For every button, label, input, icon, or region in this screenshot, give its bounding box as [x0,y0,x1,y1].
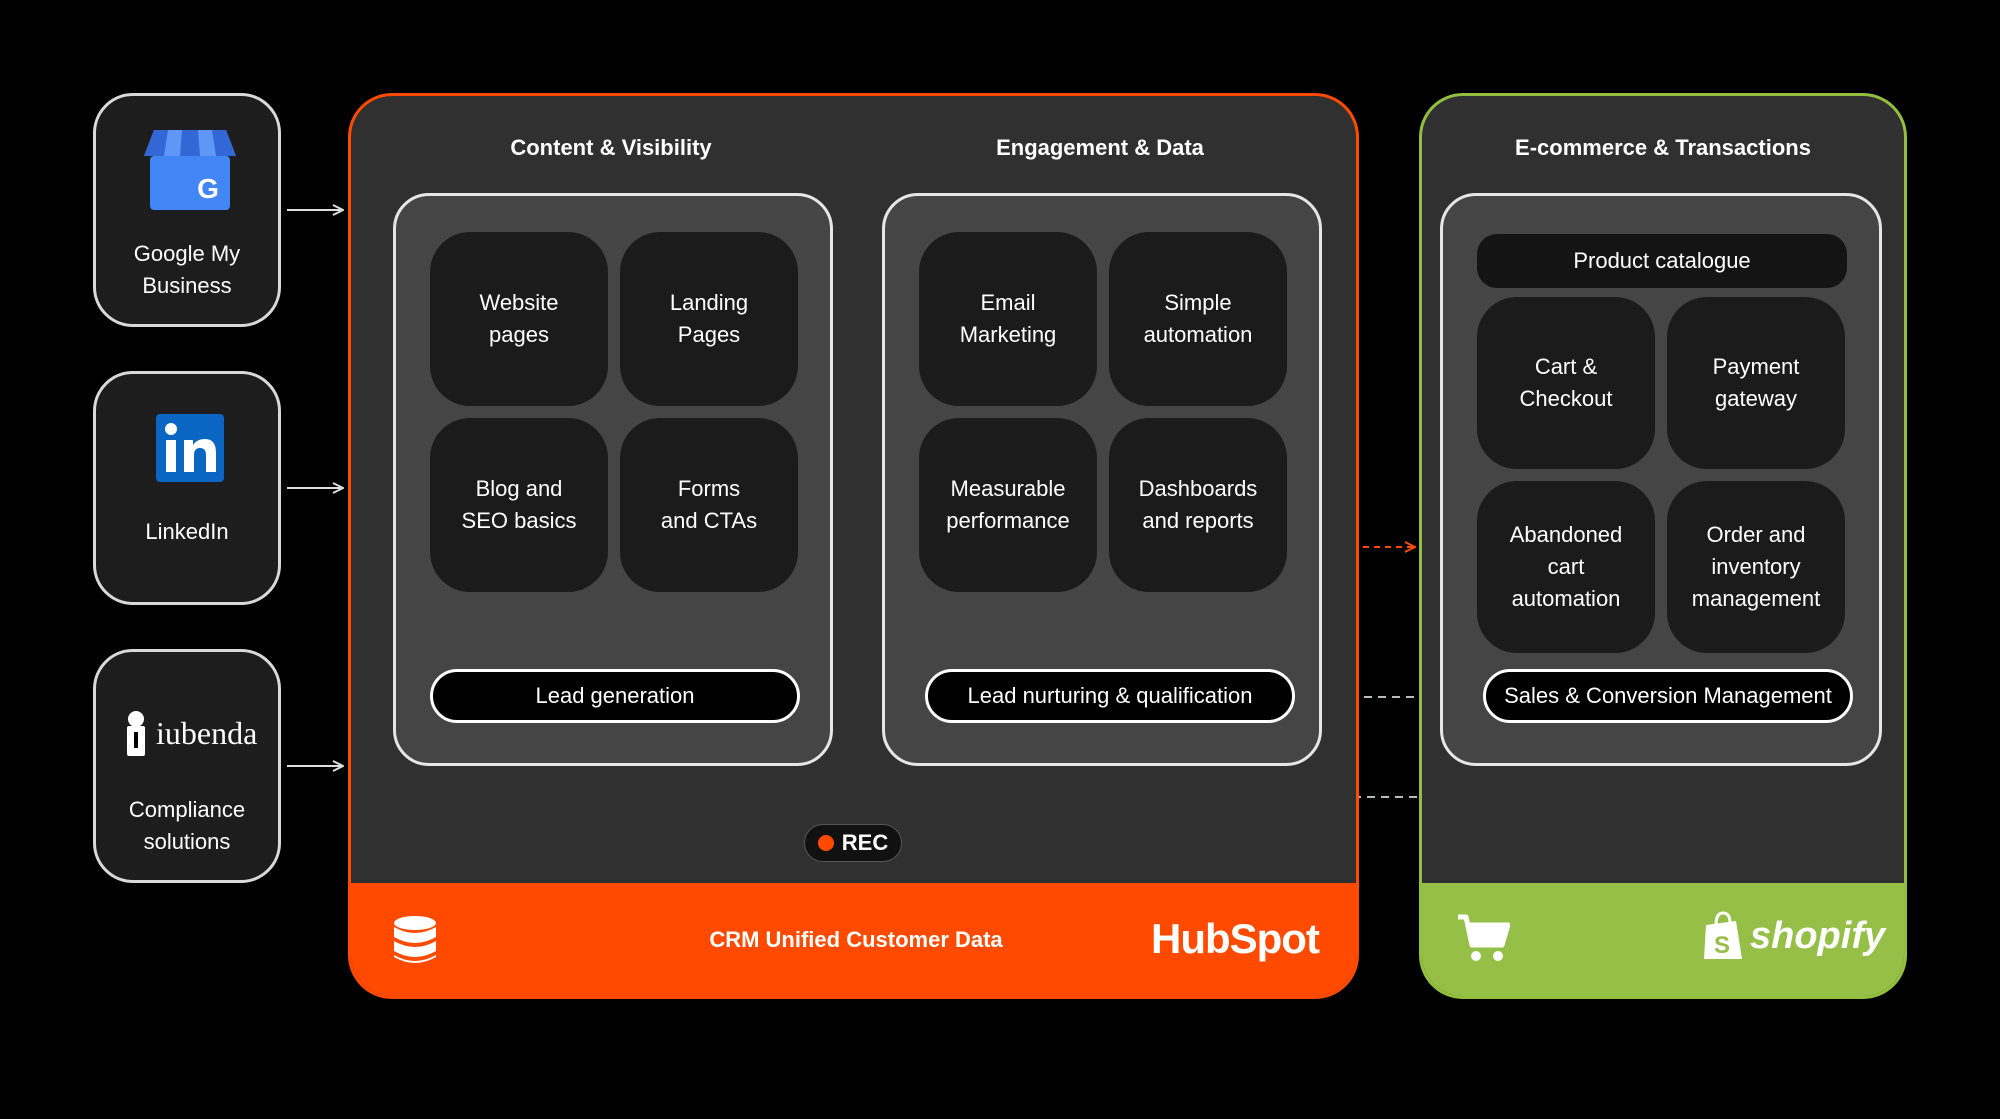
database-icon [394,916,436,963]
svg-text:S: S [1714,932,1730,959]
pill-lead-generation: Lead generation [430,669,800,723]
tile-blog-seo: Blog and SEO basics [430,418,608,592]
tile-email-marketing: Email Marketing [919,232,1097,406]
source-label: Google My Business [133,241,241,298]
tile-abandoned-cart: Abandoned cart automation [1477,481,1655,653]
shopping-cart-icon [1458,914,1510,961]
rec-dot-icon [817,835,834,851]
tile-forms-ctas: Forms and CTAs [620,418,798,592]
product-catalogue: Product catalogue [1477,234,1847,288]
source-card-google-my-business: G Google My Business [93,93,281,327]
iubenda-keyhole-icon [127,711,145,756]
svg-text:G: G [197,173,219,204]
group-engagement-data: Email Marketing Simple automation Measur… [882,193,1322,766]
source-label: LinkedIn [145,519,229,544]
rec-label: REC [841,830,889,855]
hubspot-panel: Content & Visibility Engagement & Data W… [348,93,1359,999]
tile-payment-gateway: Payment gateway [1667,297,1845,469]
crm-footer-label: CRM Unified Customer Data [709,926,1003,952]
section-title-content: Content & Visibility [510,135,712,160]
pill-sales-conversion: Sales & Conversion Management [1483,669,1853,723]
group-ecommerce: Product catalogue Cart & Checkout Paymen… [1440,193,1882,766]
shopify-logo: S shopify [1702,911,1885,961]
tile-cart-checkout: Cart & Checkout [1477,297,1655,469]
linkedin-icon [156,414,224,482]
source-label: Compliance solutions [128,797,246,854]
group-content-visibility: Website pages Landing Pages Blog and SEO… [393,193,833,766]
shopify-bag-icon: S [1704,911,1742,959]
tile-simple-automation: Simple automation [1109,232,1287,406]
rec-badge: REC [804,824,902,862]
section-title-ecommerce: E-commerce & Transactions [1515,135,1811,160]
tile-dashboards-reports: Dashboards and reports [1109,418,1287,592]
google-my-business-icon: G [144,130,236,210]
tile-order-inventory: Order and inventory management [1667,481,1845,653]
source-card-compliance: iubenda Compliance solutions [93,649,281,883]
shopify-panel: E-commerce & Transactions Product catalo… [1419,93,1907,999]
tile-landing-pages: Landing Pages [620,232,798,406]
tile-website-pages: Website pages [430,232,608,406]
pill-lead-nurturing: Lead nurturing & qualification [925,669,1295,723]
tile-measurable-performance: Measurable performance [919,418,1097,592]
source-card-linkedin: LinkedIn [93,371,281,605]
shopify-footer: S shopify [1422,883,1904,996]
hubspot-logo: HubSpot [1151,915,1320,962]
iubenda-logo: iubenda [124,710,257,756]
section-title-engagement: Engagement & Data [996,135,1204,160]
crm-footer: CRM Unified Customer Data HubSpot [351,883,1356,996]
